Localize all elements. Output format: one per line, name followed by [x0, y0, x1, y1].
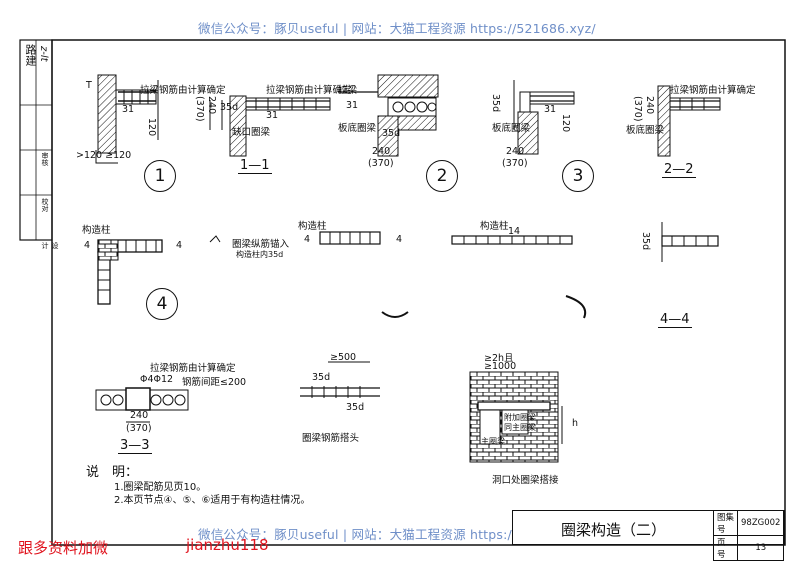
strip-signature: z-lt: [38, 46, 49, 62]
section-3-3-stirrup: 钢筋间距≤200: [182, 377, 247, 388]
section-3-3-drawing: [95, 387, 189, 423]
atlas-value: 98ZG002: [737, 510, 785, 536]
page-label: 页 号: [712, 535, 739, 561]
detail-2-31: 31: [346, 100, 359, 111]
detail-4-anchor-2: 构造柱内35d: [236, 250, 284, 259]
section-1-1-dim-370: (370): [194, 96, 205, 122]
detail-2-label: 板底圈梁: [338, 123, 377, 134]
strip-row-review: 审核: [41, 152, 49, 166]
section-4-4-drawing: [661, 222, 719, 262]
detail-2-dim-240: 240: [372, 146, 391, 157]
plan-mid-2-label: 构造柱: [480, 221, 509, 232]
splice-35d-bottom: 35d: [346, 402, 365, 413]
detail-1-dim-120: 120: [146, 118, 157, 137]
strip-row-check: 校对: [41, 198, 49, 212]
opening-beam-1: 附加圈梁: [504, 413, 536, 422]
splice-35d-top: 35d: [312, 372, 331, 383]
plan-mid-1-label: 构造柱: [298, 221, 327, 232]
detail-1-t: T: [86, 80, 92, 91]
plan-mid-2-drawing: [451, 235, 587, 319]
notes-heading: 说 明：: [86, 465, 139, 480]
section-2-2-dim-240: 240: [644, 96, 655, 115]
detail-4-number: 4: [146, 288, 178, 320]
plan-mid-1-mark-right: 4: [396, 234, 403, 245]
opening-main: 主圈梁: [481, 437, 505, 446]
detail-3-dim-240: 240: [506, 146, 525, 157]
watermark-bottom: 微信公众号：豚贝useful | 网站：大猫工程资源 https://52168…: [198, 527, 596, 542]
section-1-1-drawing: [209, 95, 331, 157]
atlas-label: 图集号: [712, 510, 739, 536]
section-2-2-label: 板底圈梁: [626, 125, 665, 136]
detail-3-dim-120: 120: [560, 114, 571, 133]
watermark-top: 微信公众号：豚贝useful | 网站：大猫工程资源 https://52168…: [198, 21, 596, 36]
detail-3-label: 板底圈梁: [492, 123, 531, 134]
detail-4-anchor: 圈梁纵筋锚入: [232, 239, 290, 250]
section-1-1-label: 缺口圈梁: [232, 127, 271, 138]
detail-1-dim-bottom: >120 ≥120: [76, 150, 132, 161]
section-2-2-drawing: [657, 85, 721, 157]
section-1-1-dim-240: 240: [206, 96, 217, 115]
section-1-1-35d: 35d: [220, 102, 239, 113]
section-1-1-title: 1—1: [238, 158, 272, 174]
drawing-title: 圈梁构造（二）: [561, 521, 667, 539]
section-1-1-tie-label: 拉梁钢筋由计算确定: [266, 85, 352, 96]
detail-1-tie-label: 拉梁钢筋由计算确定: [140, 85, 226, 96]
detail-3-35d: 35d: [490, 94, 501, 113]
footer-red-left: 跟多资料加微: [18, 539, 109, 557]
detail-2-drawing: [338, 74, 439, 157]
section-3-3-bars: Φ4Φ12: [140, 374, 174, 385]
page-value: 13: [737, 535, 785, 561]
detail-4-drawing: [97, 235, 221, 305]
splice-caption: 圈梁钢筋搭头: [302, 433, 360, 444]
detail-2-dim-370: (370): [368, 158, 394, 169]
opening-caption: 洞口处圈梁搭接: [492, 475, 559, 486]
section-3-3-tie-label: 拉梁钢筋由计算确定: [150, 363, 236, 374]
footer-red-right: jianzhu118: [186, 536, 269, 554]
section-3-3-dim-240: 240: [130, 410, 149, 421]
opening-drawing: [469, 371, 563, 463]
detail-3-31: 31: [544, 104, 557, 115]
opening-2h: ≥2h且: [484, 353, 514, 364]
notes-item-1: 1.圈梁配筋见页10。: [114, 482, 207, 493]
detail-3-dim-370: (370): [502, 158, 528, 169]
detail-2-number: 2: [426, 160, 458, 192]
opening-1000: ≥1000: [484, 361, 517, 372]
section-2-2-title: 2—2: [662, 162, 696, 178]
section-2-2-dim-370: (370): [632, 96, 643, 122]
notes-block: 说 明： 1.圈梁配筋见页10。 2.本页节点④、⑤、⑥适用于有构造柱情况。: [86, 466, 310, 507]
section-1-1-31: 31: [266, 110, 279, 121]
notes-item-2: 2.本页节点④、⑤、⑥适用于有构造柱情况。: [114, 495, 311, 506]
splice-500: ≥500: [330, 352, 357, 363]
detail-2-35d: 35d: [382, 128, 401, 139]
opening-beam-2: 同主圈梁: [504, 423, 536, 432]
section-3-3-title: 3—3: [118, 438, 152, 454]
detail-3-number: 3: [562, 160, 594, 192]
detail-1-drawing: [95, 74, 159, 164]
opening-h: h: [572, 418, 579, 429]
strip-row-design: 设计: [41, 242, 59, 249]
section-4-4-title: 4—4: [658, 312, 692, 328]
detail-1-number: 1: [144, 160, 176, 192]
detail-4-label: 构造柱: [82, 225, 111, 236]
section-3-3-dim-370: (370): [126, 423, 152, 434]
detail-2-tie-label: 拉梁: [338, 85, 358, 96]
detail-4-mark-right: 4: [176, 240, 183, 251]
strip-script: 路建: [24, 44, 37, 66]
plan-mid-1-drawing: [319, 231, 409, 318]
plan-mid-1-mark-left: 4: [304, 234, 311, 245]
detail-3-drawing: [513, 80, 575, 155]
splice-drawing: [300, 361, 380, 398]
section-4-4-35d: 35d: [640, 232, 651, 251]
detail-1-31: 31: [122, 104, 135, 115]
left-strip: 路建 z-lt 审核 校对 设计: [20, 40, 59, 249]
plan-mid-2-mark: 14: [508, 226, 521, 237]
detail-4-mark-left: 4: [84, 240, 91, 251]
section-2-2-tie-label: 拉梁钢筋由计算确定: [670, 85, 756, 96]
